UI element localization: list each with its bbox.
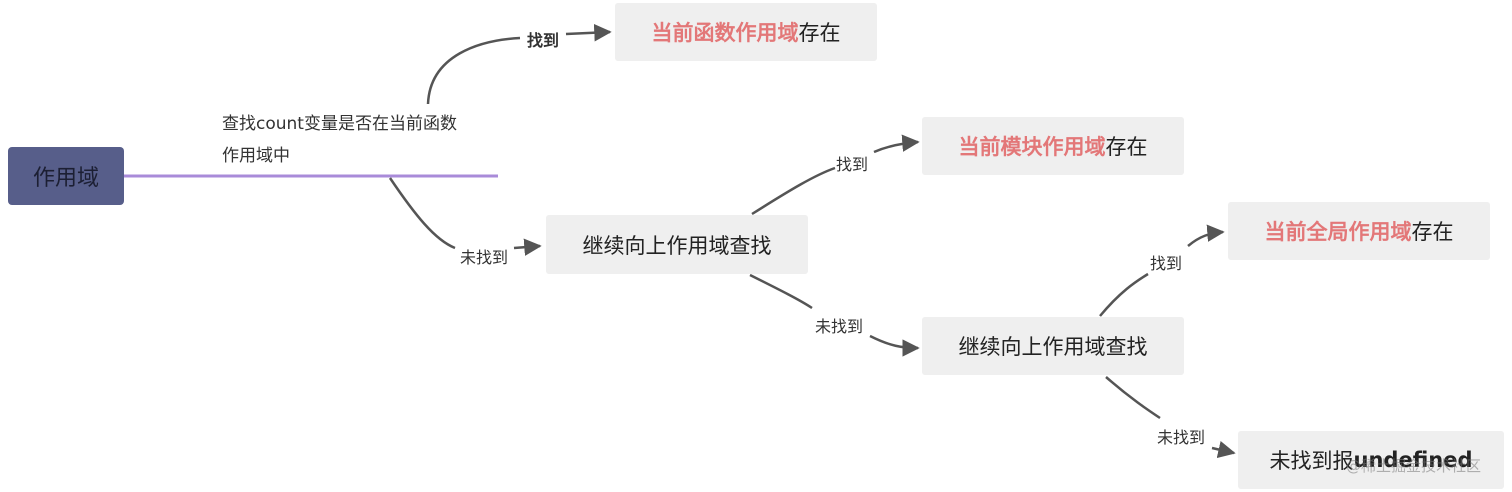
node-not-found-bold: undefined	[1353, 448, 1473, 472]
description-text: 查找count变量是否在当前函数 作用域中	[222, 108, 457, 172]
edge-not-found-1	[388, 177, 456, 250]
edge-not-found-1-arrow	[513, 238, 542, 256]
node-module-scope-highlight: 当前模块作用域	[958, 135, 1106, 159]
edge-found-global	[1099, 272, 1149, 317]
node-search-up-2[interactable]: 继续向上作用域查找	[922, 317, 1184, 375]
node-search-up-1[interactable]: 继续向上作用域查找	[546, 215, 808, 274]
node-function-scope-suffix: 存在	[798, 21, 841, 45]
node-function-scope[interactable]: 当前函数作用域存在	[615, 3, 877, 61]
root-node-scope[interactable]: 作用域	[8, 147, 124, 205]
edge-not-found-3-arrow	[1211, 440, 1236, 459]
node-global-scope-suffix: 存在	[1411, 220, 1454, 244]
edge-label-found-1: 找到	[527, 31, 560, 50]
edge-found-function	[426, 36, 521, 105]
node-global-scope[interactable]: 当前全局作用域存在	[1228, 202, 1490, 260]
edge-label-found-2: 找到	[836, 155, 869, 174]
edge-not-found-3	[1105, 376, 1161, 420]
node-search-up-2-label: 继续向上作用域查找	[958, 335, 1148, 359]
edge-not-found-2	[749, 273, 813, 310]
edge-found-global-arrow	[1187, 224, 1225, 247]
edge-found-module	[751, 166, 836, 216]
edge-not-found-2-arrow	[869, 334, 920, 357]
node-function-scope-highlight: 当前函数作用域	[651, 21, 799, 45]
node-search-up-1-label: 继续向上作用域查找	[582, 233, 772, 258]
watermark: @稀土掘金技术社区	[1346, 457, 1482, 475]
edge-label-not-found-2: 未找到	[815, 317, 864, 336]
description-line-2: 作用域中	[222, 146, 290, 166]
edge-found-function-arrow	[565, 23, 612, 42]
node-global-scope-highlight: 当前全局作用域	[1264, 220, 1412, 244]
description-line-1: 查找count变量是否在当前函数	[222, 114, 457, 134]
node-module-scope-suffix: 存在	[1105, 135, 1148, 159]
edge-label-not-found-3: 未找到	[1157, 428, 1206, 447]
edge-label-not-found-1: 未找到	[460, 248, 509, 267]
node-not-found-prefix: 未找到报	[1269, 449, 1354, 473]
node-module-scope[interactable]: 当前模块作用域存在	[922, 117, 1184, 175]
edge-found-module-arrow	[873, 134, 920, 154]
edge-label-found-3: 找到	[1150, 254, 1183, 273]
root-node-label: 作用域	[32, 166, 99, 191]
